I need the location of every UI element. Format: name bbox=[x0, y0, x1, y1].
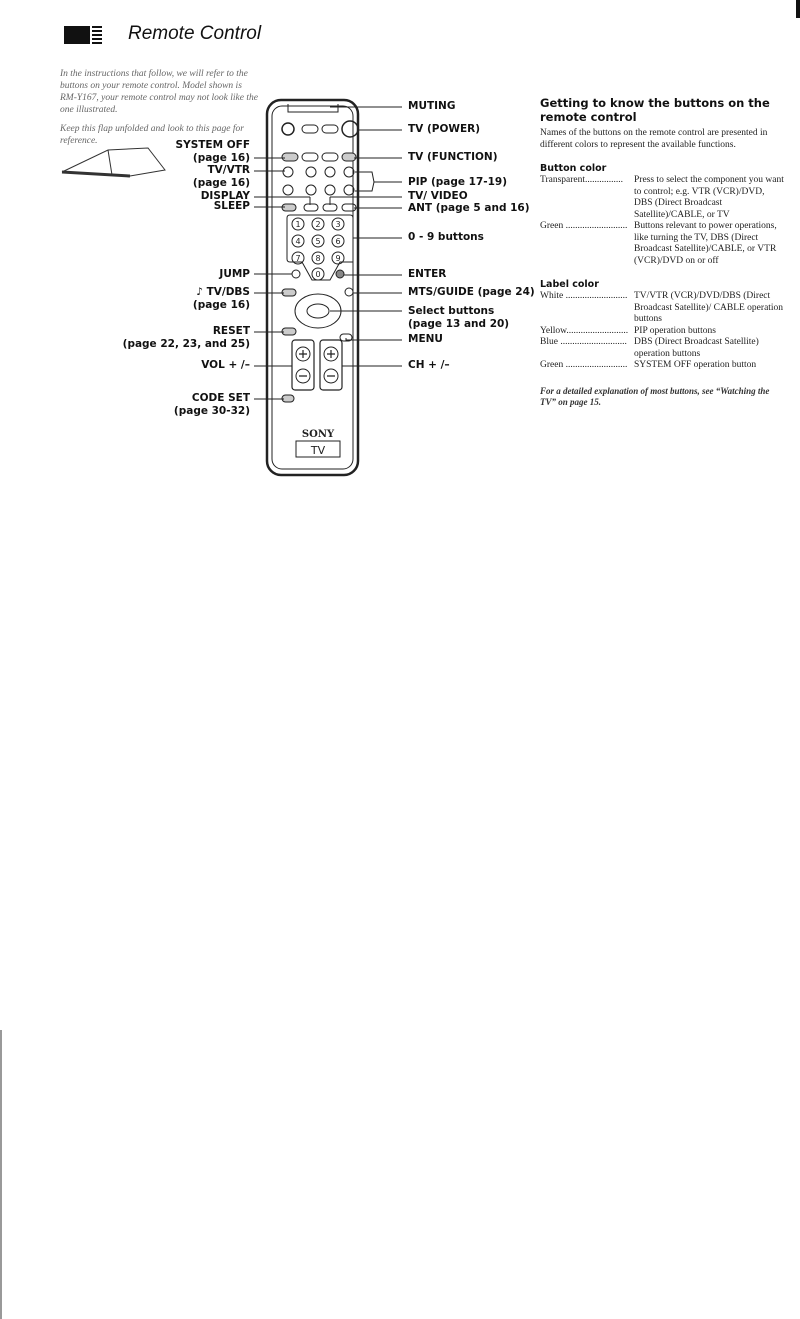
label-ch: CH + /– bbox=[408, 359, 450, 371]
label-muting: MUTING bbox=[408, 100, 456, 112]
label-menu: MENU bbox=[408, 333, 443, 345]
leader-lines bbox=[254, 106, 402, 400]
label-reset: RESET(page 22, 23, and 25) bbox=[122, 325, 250, 350]
label-jump: JUMP bbox=[219, 268, 250, 280]
label-tv-vtr: TV/VTR(page 16) bbox=[192, 164, 250, 189]
remote-control: 1 2 3 4 5 6 7 8 9 0 bbox=[265, 98, 360, 477]
label-enter: ENTER bbox=[408, 268, 447, 280]
section-stripe-icon bbox=[92, 26, 102, 44]
svg-text:0: 0 bbox=[315, 270, 320, 279]
svg-text:9: 9 bbox=[335, 254, 340, 263]
label-tv-dbs: ♪ TV/DBS(page 16) bbox=[192, 286, 250, 311]
svg-text:1: 1 bbox=[295, 220, 300, 229]
page-edge-tab bbox=[796, 0, 800, 18]
remote-diagram: 1 2 3 4 5 6 7 8 9 0 SONY TV bbox=[61, 98, 402, 477]
intro-paragraph: Keep this flap unfolded and look to this… bbox=[60, 124, 244, 146]
guide-title: Getting to know the buttons on the remot… bbox=[540, 96, 770, 124]
definition-row: Blue ............................DBS (Di… bbox=[540, 337, 759, 359]
label-color-section: Label color White ......................… bbox=[540, 279, 785, 372]
svg-text:7: 7 bbox=[295, 254, 300, 263]
label-sleep: SLEEP bbox=[213, 200, 250, 212]
label-display: DISPLAY bbox=[200, 190, 250, 202]
definition-row: Green ..........................Buttons … bbox=[540, 221, 777, 266]
label-vol: VOL + /– bbox=[201, 359, 250, 371]
button-color-heading: Button color bbox=[540, 163, 607, 174]
definition-row: Yellow..........................PIP oper… bbox=[540, 325, 716, 336]
guide-body: Names of the buttons on the remote contr… bbox=[540, 128, 768, 150]
remote-badge: TV bbox=[310, 444, 326, 457]
intro-paragraph: In the instructions that follow, we will… bbox=[60, 69, 258, 115]
label-system-off: SYSTEM OFF(page 16) bbox=[175, 139, 250, 164]
label-mts-guide: MTS/GUIDE (page 24) bbox=[408, 286, 535, 298]
label-color-heading: Label color bbox=[540, 279, 599, 290]
definition-row: White ..........................TV/VTR (… bbox=[540, 291, 784, 324]
definition-row: Green ..........................SYSTEM O… bbox=[540, 360, 757, 370]
flap-illustration bbox=[61, 147, 166, 178]
label-ant: ANT (page 5 and 16) bbox=[408, 202, 530, 214]
label-code-set: CODE SET(page 30-32) bbox=[173, 392, 250, 417]
svg-text:4: 4 bbox=[295, 237, 300, 246]
button-color-section: Button color Transparent................… bbox=[540, 163, 785, 267]
section-marker-icon bbox=[64, 26, 90, 44]
guide-footnote: For a detailed explanation of most butto… bbox=[540, 385, 770, 408]
label-tv-video: TV/ VIDEO bbox=[408, 190, 468, 202]
label-select-buttons: Select buttons(page 13 and 20) bbox=[408, 305, 510, 330]
button-guide: Getting to know the buttons on the remot… bbox=[540, 96, 785, 409]
svg-text:8: 8 bbox=[315, 254, 320, 263]
intro-text: In the instructions that follow, we will… bbox=[60, 68, 260, 154]
music-note-icon: ♪ bbox=[196, 286, 207, 298]
page-title: Remote Control bbox=[128, 23, 262, 44]
label-tv-function: TV (FUNCTION) bbox=[408, 151, 498, 163]
svg-text:6: 6 bbox=[335, 237, 340, 246]
label-pip: PIP (page 17-19) bbox=[408, 176, 508, 188]
label-0-9-buttons: 0 - 9 buttons bbox=[408, 231, 484, 243]
svg-text:2: 2 bbox=[315, 220, 320, 229]
page-edge-line bbox=[0, 1030, 2, 1319]
svg-text:3: 3 bbox=[335, 220, 340, 229]
definition-row: Transparent................Press to sele… bbox=[540, 175, 784, 220]
remote-brand: SONY bbox=[302, 429, 335, 440]
label-tv-power: TV (POWER) bbox=[408, 123, 481, 135]
svg-text:5: 5 bbox=[315, 237, 320, 246]
